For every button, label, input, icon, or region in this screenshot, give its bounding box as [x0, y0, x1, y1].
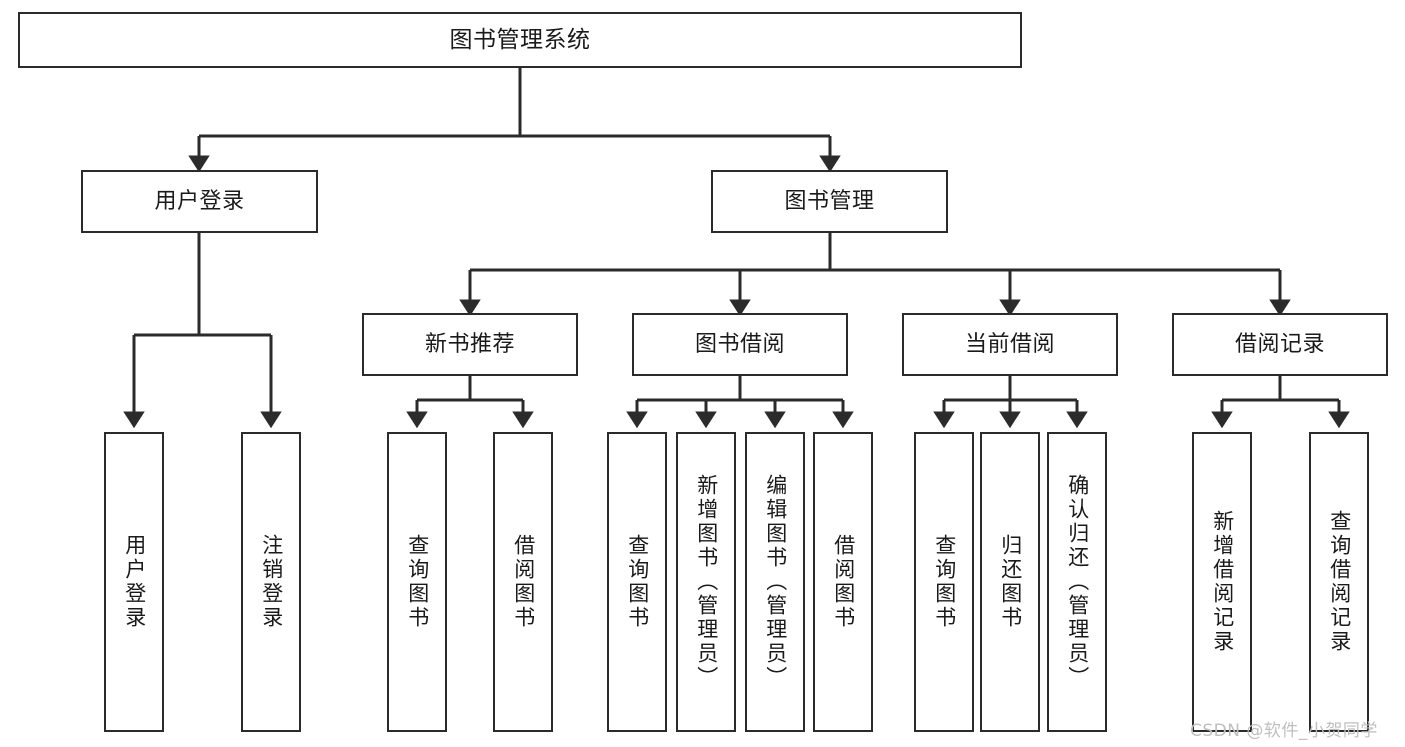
- node-leaf-return-book[interactable]: 归还图书: [980, 432, 1040, 732]
- node-leaf-query-book-recommend[interactable]: 查询图书: [387, 432, 447, 732]
- node-label: 查询借阅记录: [1327, 510, 1352, 654]
- node-label: 图书借阅: [694, 331, 785, 357]
- node-label: 借阅图书: [831, 534, 856, 630]
- node-label: 查询图书: [625, 534, 650, 630]
- node-leaf-logout-login[interactable]: 注销登录: [241, 432, 301, 732]
- node-label: 当前借阅: [964, 331, 1055, 357]
- node-user-login[interactable]: 用户登录: [81, 170, 318, 233]
- node-label: 编辑图书（管理员）: [763, 474, 788, 690]
- node-leaf-edit-book[interactable]: 编辑图书（管理员）: [745, 432, 805, 732]
- node-label: 注销登录: [259, 534, 284, 630]
- node-label: 归还图书: [998, 534, 1023, 630]
- node-leaf-query-borrow-record[interactable]: 查询借阅记录: [1309, 432, 1369, 732]
- node-label: 用户登录: [122, 534, 147, 630]
- node-new-book-recommend[interactable]: 新书推荐: [362, 313, 578, 376]
- node-label: 借阅记录: [1234, 331, 1325, 357]
- node-root-book-management-system[interactable]: 图书管理系统: [18, 12, 1022, 68]
- node-leaf-add-borrow-record[interactable]: 新增借阅记录: [1192, 432, 1252, 732]
- node-leaf-add-book[interactable]: 新增图书（管理员）: [676, 432, 736, 732]
- node-borrow-record[interactable]: 借阅记录: [1172, 313, 1388, 376]
- node-current-borrow[interactable]: 当前借阅: [902, 313, 1118, 376]
- node-label: 图书管理系统: [449, 26, 591, 53]
- node-label: 确认归还（管理员）: [1065, 474, 1090, 690]
- node-label: 用户登录: [154, 188, 245, 214]
- node-leaf-confirm-return[interactable]: 确认归还（管理员）: [1047, 432, 1107, 732]
- node-leaf-query-book-current[interactable]: 查询图书: [914, 432, 974, 732]
- node-label: 查询图书: [405, 534, 430, 630]
- node-label: 图书管理: [784, 188, 875, 214]
- node-label: 借阅图书: [511, 534, 536, 630]
- node-leaf-query-book-borrow[interactable]: 查询图书: [607, 432, 667, 732]
- node-label: 新增图书（管理员）: [694, 474, 719, 690]
- node-leaf-borrow-book[interactable]: 借阅图书: [813, 432, 873, 732]
- node-leaf-user-login[interactable]: 用户登录: [104, 432, 164, 732]
- node-book-management[interactable]: 图书管理: [711, 170, 948, 233]
- node-label: 查询图书: [932, 534, 957, 630]
- node-label: 新书推荐: [424, 331, 515, 357]
- node-book-borrow[interactable]: 图书借阅: [632, 313, 848, 376]
- node-label: 新增借阅记录: [1210, 510, 1235, 654]
- node-leaf-borrow-book-recommend[interactable]: 借阅图书: [493, 432, 553, 732]
